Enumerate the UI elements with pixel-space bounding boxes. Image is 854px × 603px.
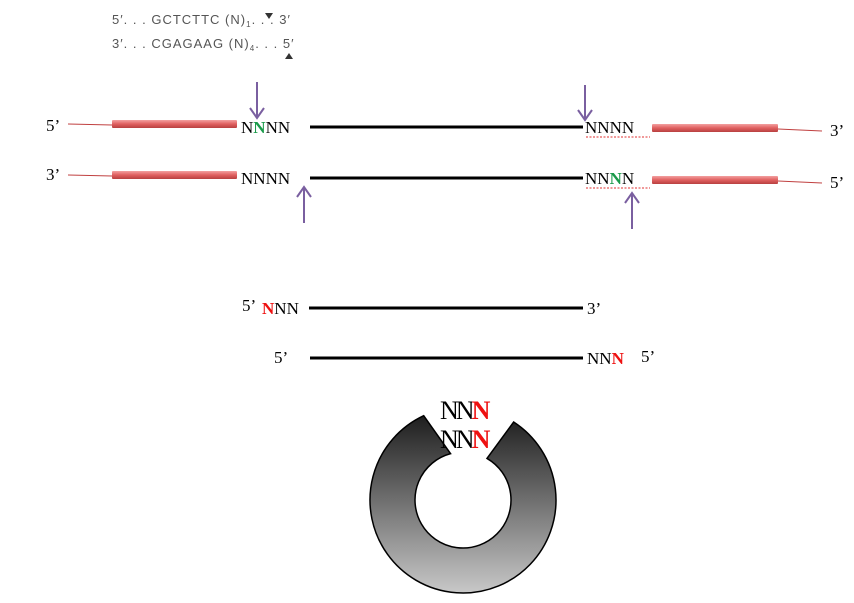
nucleotide: N bbox=[472, 396, 491, 425]
nucleotide: N bbox=[587, 349, 599, 368]
end-label: 3’ bbox=[46, 165, 60, 184]
arrow-down-icon bbox=[249, 82, 265, 120]
ligated-overhang-bottom: NNN bbox=[440, 425, 491, 454]
strand-row-2: 3’ NNNN NNNN 5’ bbox=[46, 165, 844, 192]
circular-plasmid: NNN NNN bbox=[369, 396, 557, 594]
strand-row-1: 5’ NNNN NNNN 3’ bbox=[46, 116, 844, 140]
flank-bar bbox=[112, 171, 237, 179]
nucleotide: N bbox=[612, 349, 625, 368]
nucleotide: N bbox=[585, 118, 597, 137]
end-label: 5’ bbox=[830, 173, 844, 192]
nucleotide: N bbox=[597, 169, 609, 188]
cut-arrows bbox=[249, 82, 640, 229]
nucleotide: N bbox=[599, 349, 611, 368]
cut-strand-bottom: 5’ NNN 5’ bbox=[274, 347, 655, 368]
overhang-nucleotides: NNN bbox=[587, 349, 625, 368]
arrow-up-icon bbox=[624, 191, 640, 229]
nucleotide: N bbox=[266, 169, 278, 188]
end-label: 5’ bbox=[46, 116, 60, 135]
thin-strand bbox=[67, 123, 113, 126]
nucleotide: N bbox=[278, 118, 290, 137]
arrow-up-icon bbox=[296, 185, 312, 223]
nucleotide: N bbox=[278, 169, 290, 188]
motif-top-end: . . . 3′ bbox=[252, 12, 291, 27]
recognition-motif: 5′. . . GCTCTTC (N)1. . . 3′ 3′. . . CGA… bbox=[112, 12, 295, 59]
plasmid-ring bbox=[369, 414, 557, 594]
overhang-nucleotides: NNN bbox=[262, 299, 299, 318]
nucleotide: N bbox=[262, 299, 275, 318]
flank-bar bbox=[112, 120, 237, 128]
overhang-nucleotides: NNNN bbox=[241, 169, 290, 188]
motif-top-sub: 1 bbox=[246, 20, 251, 29]
motif-bottom-sub: 4 bbox=[250, 44, 255, 53]
end-label: 5’ bbox=[242, 296, 256, 315]
flank-bar bbox=[652, 176, 778, 184]
arrow-down-icon bbox=[577, 85, 593, 122]
nucleotide: N bbox=[622, 169, 634, 188]
nucleotide: N bbox=[585, 169, 597, 188]
nucleotide: N bbox=[622, 118, 634, 137]
motif-bottom: 3′. . . CGAGAAG (N) bbox=[112, 36, 250, 51]
thin-strand bbox=[777, 180, 823, 184]
flank-bar bbox=[652, 124, 778, 132]
nucleotide: N bbox=[253, 118, 266, 137]
svg-text:3′. . . CGAGAAG (N)4. . . 5′: 3′. . . CGAGAAG (N)4. . . 5′ bbox=[112, 36, 295, 53]
thin-strand bbox=[67, 174, 113, 177]
nucleotide: N bbox=[266, 118, 278, 137]
nucleotide: N bbox=[287, 299, 299, 318]
nucleotide: N bbox=[241, 118, 253, 137]
motif-top: 5′. . . GCTCTTC (N) bbox=[112, 12, 246, 27]
thin-strand bbox=[777, 128, 823, 132]
cut-marker-bottom-icon bbox=[285, 53, 293, 59]
cut-marker-top-icon bbox=[265, 13, 273, 19]
ligated-overhang-top: NNN bbox=[440, 396, 491, 425]
svg-text:5′. . . GCTCTTC (N)1. . . 3′: 5′. . . GCTCTTC (N)1. . . 3′ bbox=[112, 12, 291, 29]
nucleotide: N bbox=[610, 118, 622, 137]
nucleotide: N bbox=[241, 169, 253, 188]
nucleotide: N bbox=[274, 299, 286, 318]
end-label: 5’ bbox=[274, 348, 288, 367]
motif-bottom-end: . . . 5′ bbox=[255, 36, 294, 51]
nucleotide: N bbox=[610, 169, 623, 188]
overhang-nucleotides: NNNN bbox=[585, 169, 634, 188]
overhang-nucleotides: NNNN bbox=[585, 118, 634, 137]
end-label: 3’ bbox=[830, 121, 844, 140]
nucleotide: N bbox=[472, 425, 491, 454]
nucleotide: N bbox=[597, 118, 609, 137]
cut-strand-top: 5’ NNN 3’ bbox=[242, 296, 601, 318]
end-label: 5’ bbox=[641, 347, 655, 366]
end-label: 3’ bbox=[587, 299, 601, 318]
overhang-nucleotides: NNNN bbox=[241, 118, 290, 137]
nucleotide: N bbox=[253, 169, 265, 188]
